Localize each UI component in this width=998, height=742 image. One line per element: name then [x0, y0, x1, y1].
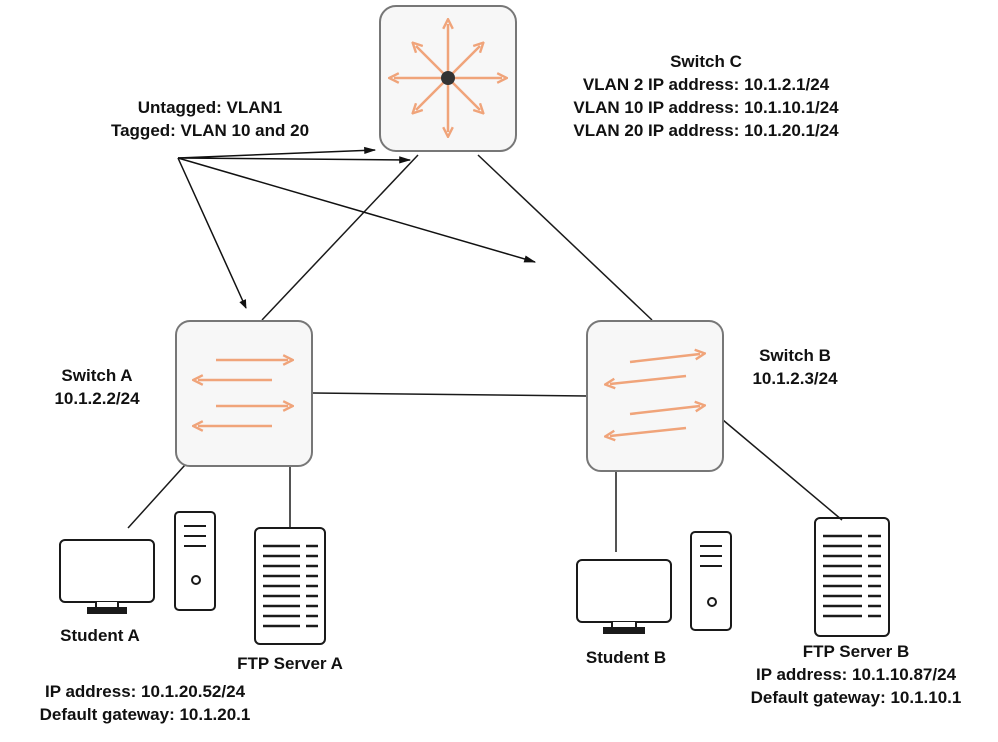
ftp-server-b-ip: IP address: 10.1.10.87/24	[755, 665, 957, 684]
links	[127, 154, 843, 552]
student-a-ip: IP address: 10.1.20.52/24	[44, 682, 246, 701]
switch-c-vlan20-ip: VLAN 20 IP address: 10.1.20.1/24	[573, 121, 839, 140]
ftp-server-a-label: FTP Server A	[237, 654, 343, 673]
switch-a-label: Switch A 10.1.2.2/24	[22, 364, 172, 410]
untagged-label: Untagged: VLAN1	[137, 98, 283, 117]
ftp-server-b-gateway: Default gateway: 10.1.10.1	[750, 688, 962, 707]
student-a-label: Student A	[60, 626, 140, 645]
switch-a-ip: 10.1.2.2/24	[54, 389, 140, 408]
switch-c-icon[interactable]	[379, 5, 517, 152]
student-a-gateway: Default gateway: 10.1.20.1	[39, 705, 251, 724]
switch-b-icon[interactable]	[586, 320, 724, 472]
switch-c-label: Switch C VLAN 2 IP address: 10.1.2.1/24 …	[526, 50, 886, 142]
link-switch-a-student-a	[127, 464, 186, 529]
switch-c-vlan2-ip: VLAN 2 IP address: 10.1.2.1/24	[582, 75, 830, 94]
student-b-computer-icon[interactable]	[576, 531, 732, 634]
tagged-label: Tagged: VLAN 10 and 20	[110, 121, 310, 140]
switch-b-ip: 10.1.2.3/24	[752, 369, 838, 388]
switch-c-name: Switch C	[670, 52, 742, 71]
link-switch-b-ftp-server-b	[722, 419, 843, 521]
arrow-to-switch-c-b	[177, 146, 377, 159]
switch-a-name: Switch A	[61, 366, 133, 385]
vlan-tag-arrows	[177, 146, 537, 309]
student-b-label: Student B	[585, 648, 667, 667]
switch-a-icon[interactable]	[175, 320, 313, 467]
arrow-to-switch-a	[177, 157, 247, 309]
link-switch-a-switch-b	[312, 392, 588, 397]
link-switch-a-switch-c	[261, 154, 419, 321]
arrow-to-switch-c-a	[177, 156, 412, 164]
link-switch-c-switch-b	[477, 154, 653, 321]
ftp-server-b-label: FTP Server B IP address: 10.1.10.87/24 D…	[716, 640, 996, 709]
switch-c-vlan10-ip: VLAN 10 IP address: 10.1.10.1/24	[573, 98, 839, 117]
vlan-tag-annotation: Untagged: VLAN1 Tagged: VLAN 10 and 20	[72, 96, 348, 142]
ftp-server-b-name: FTP Server B	[802, 642, 910, 661]
ftp-server-b-icon[interactable]	[814, 517, 890, 637]
switch-b-name: Switch B	[759, 346, 831, 365]
switch-b-label: Switch B 10.1.2.3/24	[720, 344, 870, 390]
student-a-address-block: IP address: 10.1.20.52/24 Default gatewa…	[10, 680, 280, 726]
ftp-server-a-icon[interactable]	[254, 527, 326, 645]
student-a-computer-icon[interactable]	[59, 511, 216, 614]
arrow-to-link-c-b	[177, 157, 537, 263]
